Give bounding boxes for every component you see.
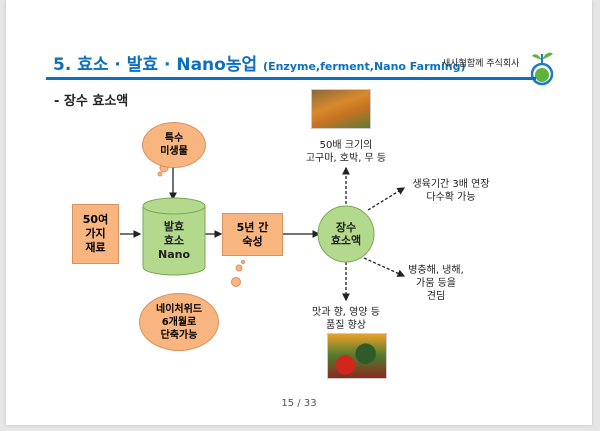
page-title: 5. 효소 · 발효 · Nano농업 (Enzyme,ferment,Nano… bbox=[53, 50, 465, 75]
input-materials-box: 50여 가지 재료 bbox=[72, 204, 119, 264]
title-english: (Enzyme,ferment,Nano Farming) bbox=[263, 60, 466, 73]
output-top-text: 50배 크기의 고구마, 호박, 무 등 bbox=[305, 140, 387, 164]
output-lower-right-text: 병충해, 냉해, 가뭄 등을 견딤 bbox=[408, 265, 464, 302]
cylinder-label: 발효 효소 Nano bbox=[157, 220, 191, 261]
title-main: 5. 효소 · 발효 · Nano농업 bbox=[53, 55, 258, 75]
logo-flask-icon bbox=[529, 46, 555, 90]
diagram-arrows bbox=[120, 163, 406, 302]
section-subtitle: - 장수 효소액 bbox=[54, 94, 129, 109]
pumpkin-photo bbox=[311, 89, 371, 129]
slide: 5. 효소 · 발효 · Nano농업 (Enzyme,ferment,Nano… bbox=[6, 0, 592, 425]
company-name: 새사협함께 주식회사 bbox=[442, 59, 520, 69]
fermentation-cylinder-shape bbox=[142, 197, 206, 276]
center-circle-shape bbox=[317, 205, 375, 263]
vegetables-photo bbox=[327, 333, 387, 379]
title-divider bbox=[46, 77, 536, 80]
arrow-to-lower-right bbox=[363, 257, 406, 277]
output-right-text: 생육기간 3배 연장 다수확 가능 bbox=[412, 179, 490, 203]
nature-weed-cloud: 네이처위드 6개월로 단축가능 bbox=[139, 293, 219, 351]
center-label: 장수 효소액 bbox=[330, 221, 362, 247]
page-number: 15 / 33 bbox=[281, 398, 317, 409]
output-bottom-text: 맛과 향, 영양 등 품질 향상 bbox=[312, 307, 380, 331]
microbe-cloud: 특수 미생물 bbox=[142, 122, 206, 168]
arrow-to-right bbox=[367, 187, 406, 211]
aging-box: 5년 간 숙성 bbox=[222, 213, 283, 256]
